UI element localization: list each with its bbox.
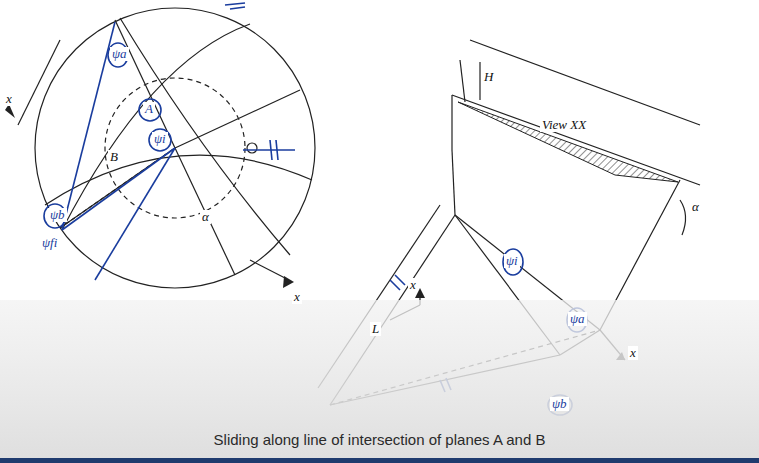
section-mark: x bbox=[4, 92, 14, 106]
angle-label: ψb bbox=[48, 208, 67, 222]
dimension-label: L bbox=[370, 322, 381, 336]
section-mark: x bbox=[408, 278, 418, 292]
angle-label: ψb bbox=[550, 397, 569, 411]
angle-label: α bbox=[690, 200, 701, 214]
angle-label: ψfi bbox=[40, 236, 59, 250]
plane-label: B bbox=[108, 150, 120, 164]
angle-label: ψa bbox=[568, 312, 587, 326]
angle-label: ψa bbox=[110, 47, 129, 61]
section-mark: x bbox=[292, 290, 302, 304]
view-label: View XX bbox=[540, 118, 588, 132]
angle-label: α bbox=[200, 210, 211, 224]
plane-label: A bbox=[143, 102, 155, 116]
dimension-label: H bbox=[482, 70, 495, 84]
angle-label: ψi bbox=[504, 254, 520, 268]
section-mark: x bbox=[628, 346, 638, 360]
caption: Sliding along line of intersection of pl… bbox=[0, 431, 759, 448]
angle-label: ψi bbox=[152, 132, 168, 146]
